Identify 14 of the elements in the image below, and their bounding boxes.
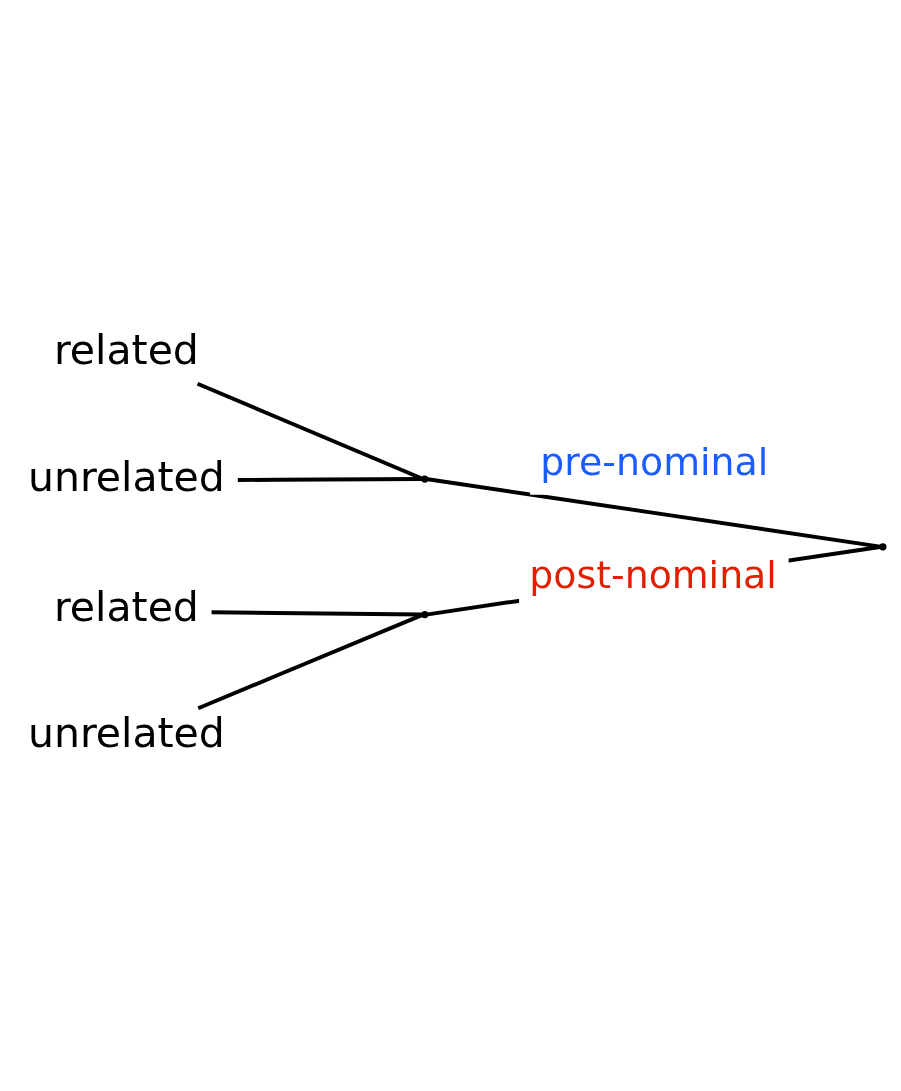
connector — [427, 476, 881, 549]
node-text: related — [53, 582, 199, 631]
connector — [211, 609, 422, 617]
node-text: unrelated — [27, 452, 225, 501]
node-point — [879, 542, 887, 550]
connector — [196, 381, 423, 480]
connector — [237, 476, 422, 482]
node-text: unrelated — [27, 708, 225, 757]
edge-label: post-nominal — [529, 552, 777, 597]
node-text: related — [53, 325, 199, 374]
node-point — [421, 474, 429, 483]
edge-label: pre-nominal — [540, 439, 769, 484]
connector — [197, 612, 423, 710]
node-point — [421, 610, 429, 618]
